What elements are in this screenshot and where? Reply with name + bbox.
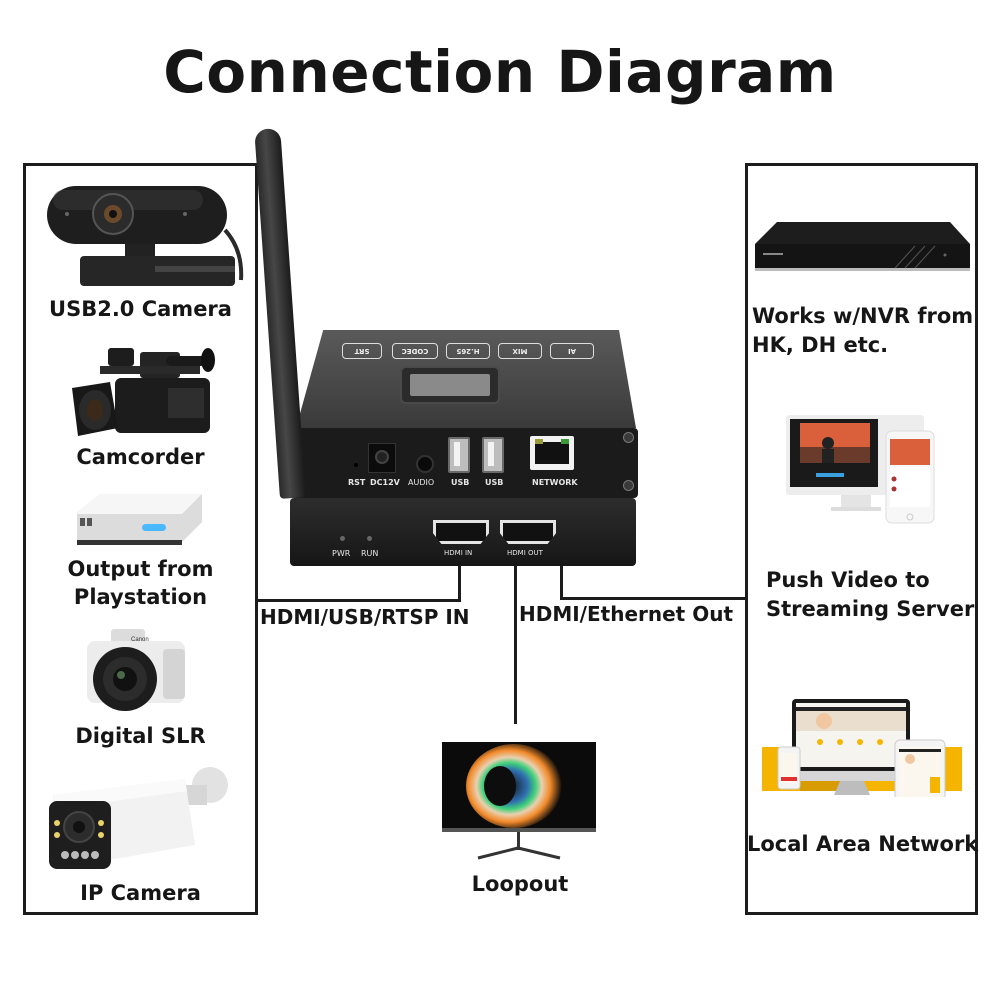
pwr-led-icon (340, 536, 345, 541)
svg-text:Canon: Canon (131, 637, 149, 643)
source-label-ip-camera: IP Camera (80, 881, 201, 905)
hdmi-out-port-icon (500, 520, 556, 544)
dc-jack-icon (368, 443, 396, 473)
camcorder-icon (70, 338, 215, 440)
loopout-label: Loopout (471, 872, 569, 896)
streaming-label-line1: Push Video to (766, 568, 930, 592)
rear-label-usb-1: USB (451, 478, 470, 487)
target-label-streaming: Push Video to Streaming Server (766, 566, 981, 624)
input-connector-horizontal (256, 599, 461, 602)
audio-jack-icon (416, 455, 434, 473)
console-label-line2: Playstation (73, 585, 208, 609)
screw-icon (623, 432, 634, 443)
front-label-hdmi-in: HDMI IN (444, 549, 473, 557)
nvr-recorder-icon (755, 222, 970, 272)
rear-label-network: NETWORK (532, 478, 578, 487)
rear-label-audio: AUDIO (408, 478, 435, 487)
source-label-dslr: Digital SLR (75, 724, 206, 748)
lcd-display (400, 366, 500, 404)
usb-port-1-icon (448, 437, 470, 473)
console-label-line1: Output from (67, 557, 214, 581)
front-label-hdmi-out: HDMI OUT (507, 549, 543, 557)
source-label-camcorder: Camcorder (76, 445, 205, 469)
front-label-run: RUN (361, 549, 379, 558)
output-connector-horizontal (560, 597, 747, 600)
source-label-console: Output from Playstation (26, 555, 255, 611)
source-label-usb-camera: USB2.0 Camera (49, 297, 232, 321)
webcam-icon (45, 180, 245, 290)
target-label-lan: Local Area Network (747, 832, 979, 856)
page-title: Connection Diagram (163, 38, 837, 106)
device-front-panel: PWR RUN HDMI IN HDMI OUT (290, 498, 636, 566)
device-top-face: SRT CODEC H.265 MIX AI (296, 330, 636, 428)
rear-label-usb-2: USB (485, 478, 504, 487)
nvr-label-line1: Works w/NVR from (752, 304, 974, 328)
rear-label-dc12v: DC12V (370, 478, 400, 487)
output-targets-panel (745, 163, 978, 915)
wifi-antenna-icon (254, 127, 306, 499)
usb-port-2-icon (482, 437, 504, 473)
screw-icon (623, 480, 634, 491)
nvr-label-line2: HK, DH etc. (752, 333, 889, 357)
ip-bullet-camera-icon (45, 765, 230, 873)
top-button-mix: MIX (498, 343, 542, 359)
front-label-pwr: PWR (332, 549, 351, 558)
loopout-monitor-icon (442, 742, 597, 862)
reset-pinhole-icon (354, 463, 358, 467)
lan-devices-icon (760, 697, 965, 807)
device-rear-panel: RST DC12V AUDIO USB USB NETWORK (288, 428, 638, 498)
game-console-icon (72, 492, 207, 547)
loopout-connector (514, 566, 517, 724)
target-label-nvr: Works w/NVR from HK, DH etc. (752, 302, 992, 360)
top-button-codec: CODEC (392, 343, 438, 359)
rear-label-rst: RST (348, 478, 366, 487)
output-connection-label: HDMI/Ethernet Out (519, 602, 734, 626)
input-connector-vertical (458, 566, 461, 602)
run-led-icon (367, 536, 372, 541)
top-button-ai: AI (550, 343, 594, 359)
hdmi-in-port-icon (433, 520, 489, 544)
streaming-screens-icon (786, 413, 936, 525)
top-button-srt: SRT (342, 343, 382, 359)
ethernet-port-icon (530, 436, 574, 470)
streaming-label-line2: Streaming Server (766, 597, 975, 621)
output-connector-vertical (560, 566, 563, 600)
dslr-camera-icon: Canon (83, 627, 188, 717)
input-connection-label: HDMI/USB/RTSP IN (260, 605, 470, 629)
top-button-h265: H.265 (446, 343, 490, 359)
